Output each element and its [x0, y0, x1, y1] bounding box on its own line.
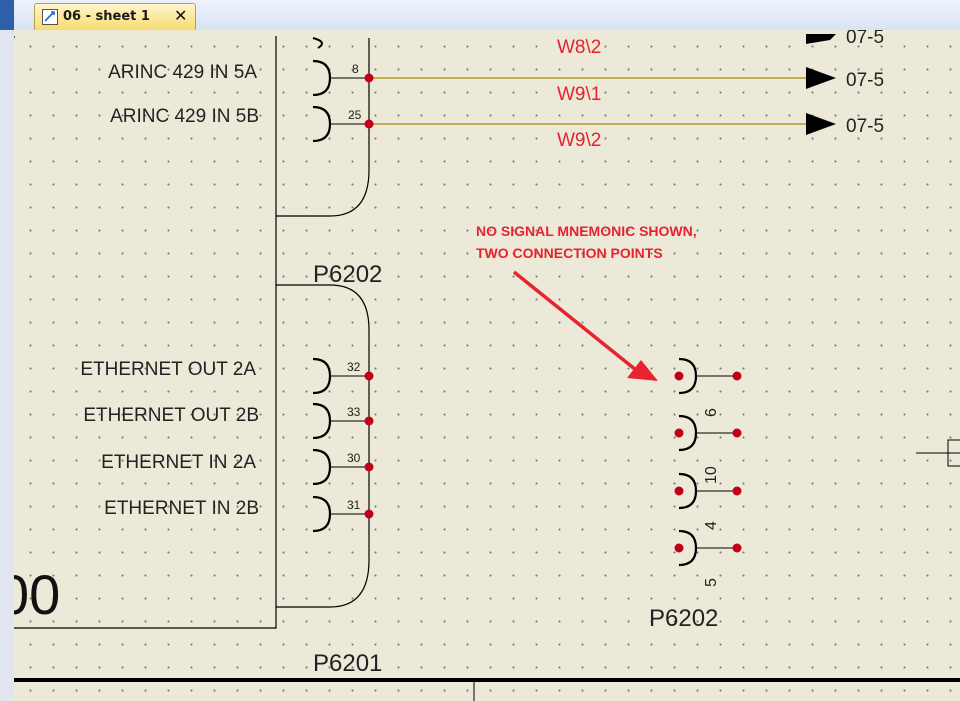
- document-tab-bar: 06 - sheet 1 ✕: [0, 0, 960, 31]
- connection-point[interactable]: [674, 486, 684, 496]
- connector-ref-p6202-right: P6202: [649, 605, 718, 632]
- partial-symbol-box: [947, 439, 960, 467]
- connection-point[interactable]: [732, 428, 742, 438]
- schematic-drawing: ARINC 429 IN 5A ARINC 429 IN 5B 8 25 W8\…: [14, 30, 960, 701]
- pin-number-8: 8: [352, 62, 359, 76]
- connector-upper-body: [276, 38, 370, 217]
- annotation-line-2: TWO CONNECTION POINTS: [476, 245, 663, 261]
- connector-pin-socket: [312, 448, 332, 486]
- pin-number-30: 30: [347, 451, 361, 465]
- connector-pin-socket: [312, 105, 332, 143]
- tab-sheet[interactable]: 06 - sheet 1 ✕: [34, 3, 196, 30]
- connector-ref-p6201: P6201: [313, 650, 382, 677]
- pin-number-6: 6: [703, 408, 720, 417]
- schematic-sheet-icon: [42, 9, 58, 25]
- pin-number-4: 4: [703, 521, 720, 530]
- wire-label-w9-1: W9\1: [557, 84, 601, 105]
- connection-point[interactable]: [364, 371, 374, 381]
- pin-label-eth-in-2a: ETHERNET IN 2A: [101, 452, 256, 473]
- pin-label-eth-out-2b: ETHERNET OUT 2B: [83, 405, 259, 426]
- connection-point[interactable]: [364, 73, 374, 83]
- connector-pin-socket: [312, 37, 323, 49]
- offsheet-arrow-icon: [806, 113, 836, 135]
- offsheet-ref-top: 07-5: [846, 30, 884, 48]
- annotation-arrow-shaft: [512, 270, 648, 380]
- connection-point[interactable]: [732, 543, 742, 553]
- connector-ref-p6202: P6202: [313, 261, 382, 288]
- pin-label-arinc-5b: ARINC 429 IN 5B: [110, 106, 259, 127]
- connection-point[interactable]: [674, 371, 684, 381]
- connector-pin-socket: [312, 402, 332, 440]
- offsheet-ref-w9-2: 07-5: [846, 116, 884, 137]
- pin-label-eth-out-2a: ETHERNET OUT 2A: [80, 359, 256, 380]
- connector-pin-socket: [312, 495, 332, 533]
- connection-point[interactable]: [674, 543, 684, 553]
- annotation-arrow-icon: [627, 360, 658, 381]
- pin-number-5: 5: [703, 578, 720, 587]
- connection-point[interactable]: [364, 509, 374, 519]
- connector-pin-socket: [312, 59, 332, 97]
- pin-label-eth-in-2b: ETHERNET IN 2B: [104, 498, 259, 519]
- connector-lower-body: [276, 284, 370, 608]
- pin-label-arinc-5a: ARINC 429 IN 5A: [108, 62, 257, 83]
- close-icon[interactable]: ✕: [174, 6, 188, 25]
- offsheet-arrow-icon: [806, 34, 836, 44]
- tab-title: 06 - sheet 1: [63, 9, 150, 24]
- schematic-canvas[interactable]: ARINC 429 IN 5A ARINC 429 IN 5B 8 25 W8\…: [14, 30, 960, 701]
- annotation-line-1: NO SIGNAL MNEMONIC SHOWN,: [476, 223, 697, 239]
- connection-point[interactable]: [732, 371, 742, 381]
- wire-label-w9-2: W9\2: [557, 130, 601, 151]
- pin-number-31: 31: [347, 498, 361, 512]
- wire-label-w8-2: W8\2: [557, 37, 601, 58]
- pin-number-25: 25: [348, 108, 362, 122]
- connection-point[interactable]: [364, 416, 374, 426]
- connection-point[interactable]: [674, 428, 684, 438]
- offsheet-arrow-icon: [806, 67, 836, 89]
- tab-bar-left-strip: [0, 0, 14, 30]
- device-box-outline: [14, 36, 277, 629]
- pin-number-32: 32: [347, 360, 361, 374]
- connection-point[interactable]: [732, 486, 742, 496]
- device-ref-partial: 00: [14, 563, 60, 626]
- connection-point[interactable]: [364, 462, 374, 472]
- connection-point[interactable]: [364, 119, 374, 129]
- pin-number-10: 10: [703, 466, 720, 484]
- connector-pin-socket: [312, 357, 332, 395]
- left-panel-edge: [0, 30, 15, 701]
- offsheet-ref-w9-1: 07-5: [846, 70, 884, 91]
- pin-number-33: 33: [347, 405, 361, 419]
